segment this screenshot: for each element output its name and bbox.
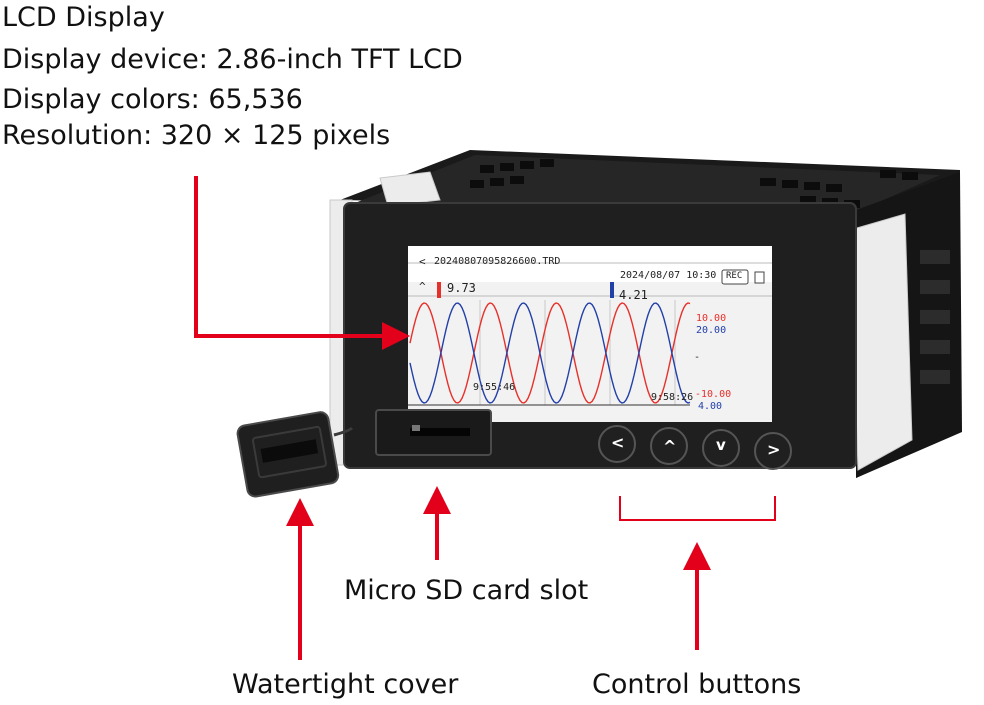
- up-button-symbol: ^: [663, 437, 677, 456]
- scale-top-red: 10.00: [696, 313, 727, 324]
- label-watertight-cover: Watertight cover: [232, 669, 459, 700]
- down-button-symbol: v: [716, 436, 726, 454]
- rec-badge: [721, 269, 749, 285]
- time-left: 9:55:46: [473, 382, 516, 393]
- spec-display-colors: Display colors: 65,536: [2, 84, 303, 115]
- scale-bottom-blue: 4.00: [698, 401, 723, 412]
- right-button-symbol: >: [767, 440, 781, 459]
- control-buttons: [598, 425, 792, 470]
- file-icon: [754, 271, 765, 284]
- time-right: 9:58:26: [651, 392, 694, 403]
- device-top: [346, 155, 940, 212]
- screen-back-symbol: <: [419, 255, 426, 268]
- rec-label: REC: [726, 271, 743, 281]
- scale-top-blue: 20.00: [696, 325, 727, 336]
- screen-filename: 20240807095826600.TRD: [434, 256, 561, 267]
- watertight-cover: [236, 411, 340, 498]
- scale-mid: -: [694, 352, 701, 363]
- spec-resolution: Resolution: 320 × 125 pixels: [2, 120, 391, 151]
- ch1-marker: [437, 282, 441, 298]
- ch2-value: 4.21: [619, 288, 648, 302]
- label-control-buttons: Control buttons: [592, 669, 802, 700]
- scale-bottom-red: -10.00: [695, 389, 732, 400]
- callout-arrows: [194, 176, 776, 660]
- ch1-value: 9.73: [447, 281, 476, 295]
- left-button-symbol: <: [611, 433, 625, 452]
- screen-datetime: 2024/08/07 10:30: [620, 270, 717, 281]
- heading-lcd-display: LCD Display: [2, 2, 165, 33]
- ch2-marker: [610, 282, 614, 298]
- trace-blue: [409, 302, 691, 404]
- label-sd-slot: Micro SD card slot: [344, 575, 589, 606]
- trace-red: [409, 302, 691, 404]
- spec-display-device: Display device: 2.86-inch TFT LCD: [2, 44, 463, 75]
- screen-up-symbol: ^: [419, 280, 426, 293]
